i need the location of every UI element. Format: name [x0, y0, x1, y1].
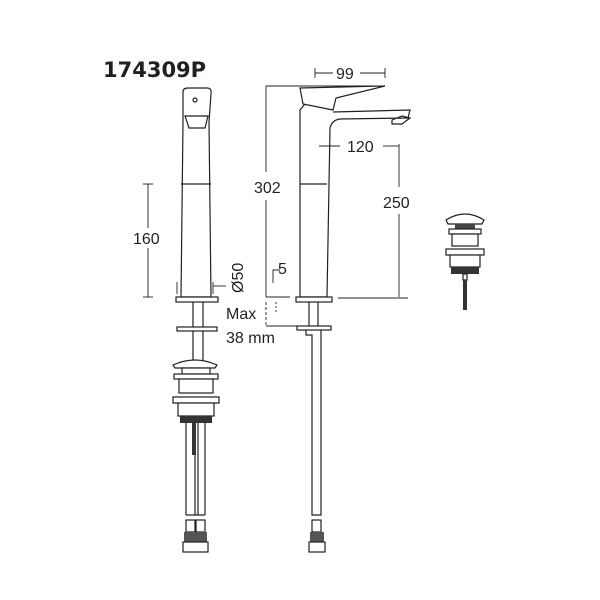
- dimension-label-38mm: 38 mm: [226, 330, 275, 347]
- dimension-label-120: 120: [347, 139, 374, 156]
- dimension-250: 250: [338, 144, 410, 299]
- side-view: [172, 87, 220, 553]
- dimension-99: 99: [314, 66, 386, 83]
- dimension-label-max: Max: [226, 306, 256, 323]
- dimension-160: 160: [132, 183, 166, 298]
- dimension-label-diameter: Ø50: [230, 263, 247, 293]
- dimension-max-38: Max 38 mm: [226, 302, 297, 347]
- dimension-label-5: 5: [278, 261, 287, 278]
- product-code: 174309P: [103, 58, 206, 82]
- dimension-120: 120: [319, 139, 399, 156]
- dimension-label-99: 99: [336, 66, 354, 83]
- dimension-label-250: 250: [383, 195, 410, 212]
- dimension-5: 5: [266, 261, 290, 298]
- dimension-diameter: Ø50: [176, 263, 247, 294]
- dimension-302: 302: [254, 85, 385, 297]
- pop-up-waste: [445, 213, 485, 310]
- front-view: [295, 85, 412, 553]
- dimension-label-160: 160: [133, 231, 160, 248]
- dimension-label-302: 302: [254, 180, 281, 197]
